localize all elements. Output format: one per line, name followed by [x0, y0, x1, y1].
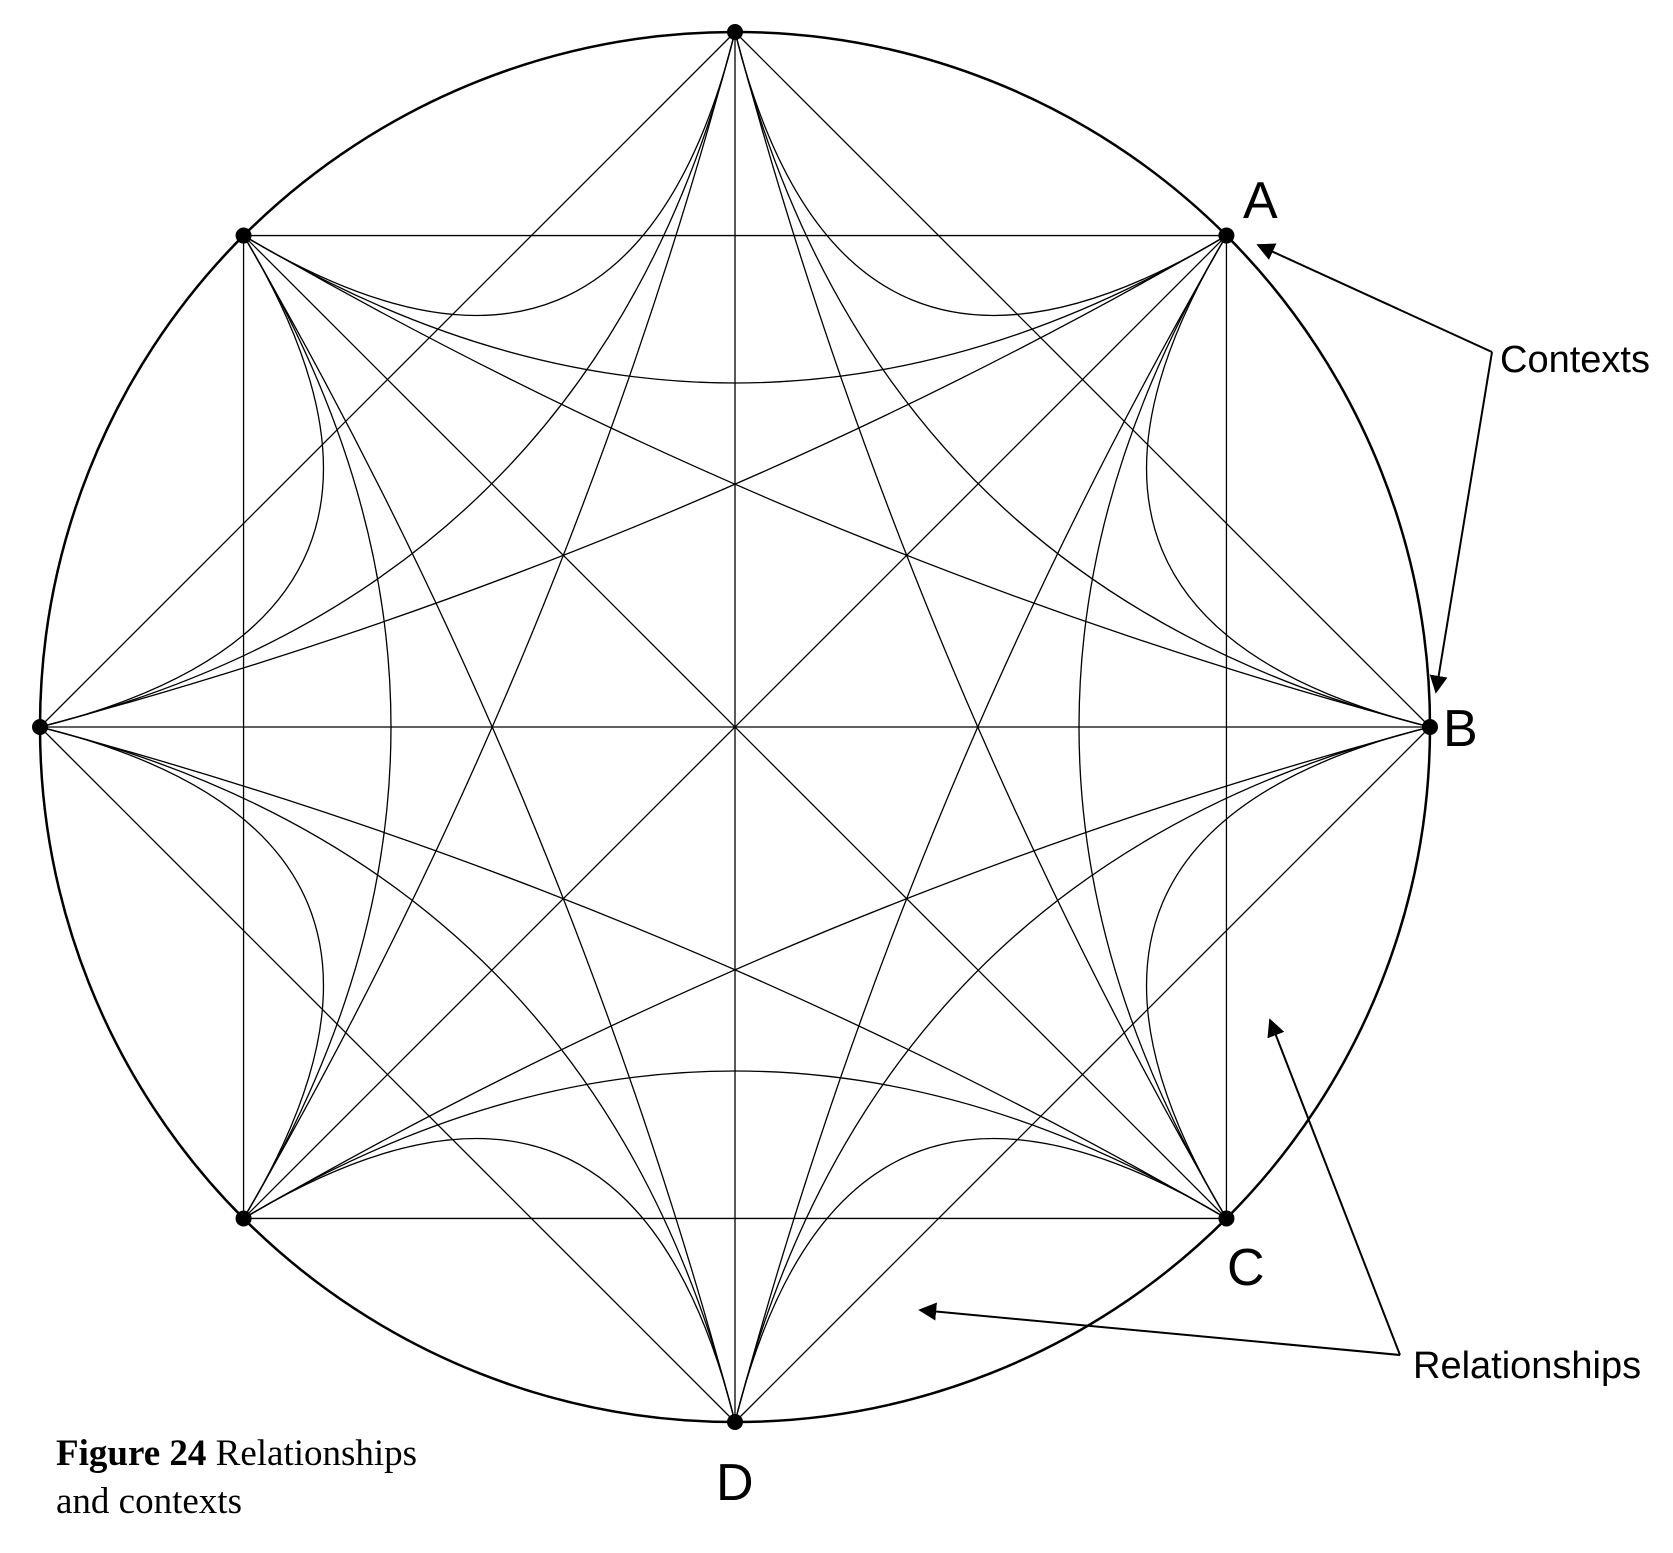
chord-4-6	[39, 726, 736, 1423]
arc-0-6	[39, 31, 736, 728]
chord-3-7	[243, 235, 1227, 1219]
contexts-pointer	[1256, 243, 1493, 694]
node-dot-7	[235, 227, 252, 244]
node-dot-2	[1422, 719, 1438, 735]
curved-edges	[39, 31, 1431, 1423]
arc-1-3	[1078, 235, 1227, 1219]
node-label-b: B	[1443, 700, 1478, 758]
arc-1-6	[39, 234, 1227, 728]
figure-title-line2: and contexts	[56, 1481, 242, 1522]
contexts-arrow-to-a	[1256, 243, 1493, 353]
arc-0-2	[734, 31, 1431, 728]
callout-label-contexts: Contexts	[1500, 339, 1650, 381]
arc-1-2	[1145, 235, 1431, 728]
figure-caption: Figure 24 Relationships and contexts	[56, 1430, 417, 1526]
arc-4-7	[242, 235, 736, 1423]
node-label-c: C	[1227, 1239, 1265, 1297]
arc-2-7	[243, 234, 1431, 728]
node-dot-3	[1218, 1210, 1235, 1227]
arc-3-6	[39, 726, 1227, 1220]
callout-label-relationships: Relationships	[1413, 1345, 1641, 1387]
relationships-pointer	[918, 1018, 1401, 1356]
node-dot-0	[727, 24, 743, 40]
figure-title-line1: Relationships	[215, 1433, 418, 1474]
arc-4-6	[39, 726, 736, 1423]
node-dot-4	[727, 1414, 743, 1430]
arc-1-4	[734, 235, 1228, 1423]
relationships-arrow-lower	[918, 1302, 1401, 1356]
node-dot-6	[32, 719, 48, 735]
arc-1-7	[243, 235, 1227, 384]
relationships-arrow-upper	[1267, 1018, 1401, 1356]
arc-4-5	[243, 1137, 736, 1423]
node-label-a: A	[1243, 172, 1278, 230]
arc-3-4	[734, 1137, 1227, 1423]
nodes	[32, 24, 1438, 1430]
straight-edges	[39, 31, 1431, 1423]
node-dot-5	[235, 1210, 252, 1227]
contexts-arrow-to-b	[1429, 351, 1493, 694]
arc-2-3	[1145, 726, 1431, 1219]
arc-2-4	[734, 726, 1431, 1423]
arc-0-1	[734, 31, 1227, 317]
arc-0-7	[243, 31, 736, 317]
arc-3-5	[243, 1070, 1227, 1219]
arc-5-7	[243, 235, 392, 1219]
arc-0-3	[734, 31, 1228, 1219]
node-label-d: D	[716, 1454, 754, 1512]
figure-number: Figure 24	[56, 1433, 207, 1474]
arc-2-5	[243, 726, 1431, 1220]
arc-0-5	[242, 31, 736, 1219]
arc-6-7	[39, 235, 325, 728]
arc-5-6	[39, 726, 325, 1219]
node-dot-1	[1218, 227, 1235, 244]
